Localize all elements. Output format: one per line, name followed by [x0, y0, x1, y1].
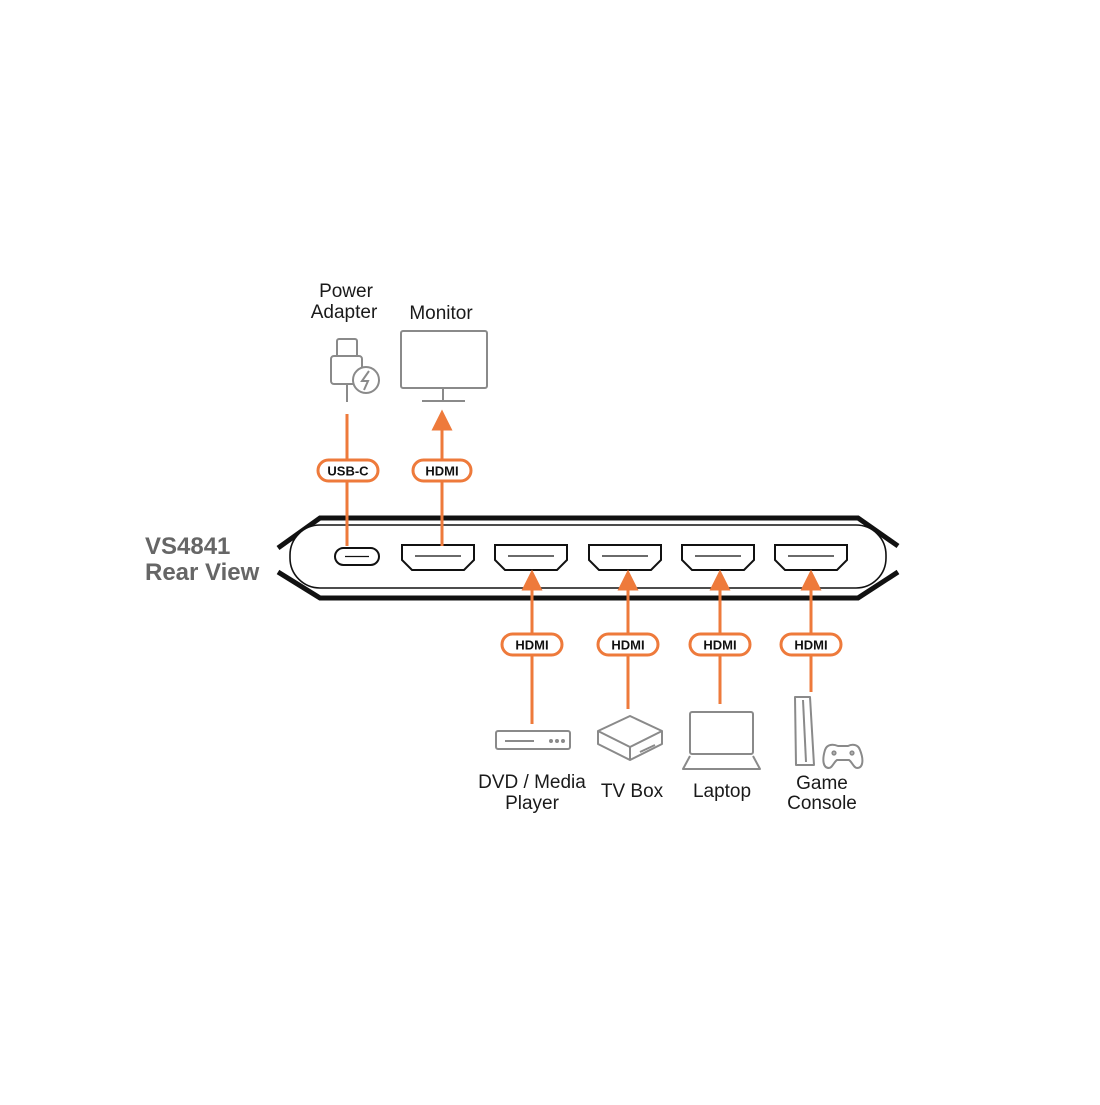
- laptop-hdmi-badge-label: HDMI: [703, 638, 736, 653]
- power-adapter-label-line2: Adapter: [311, 302, 378, 323]
- device-title: VS4841: [145, 533, 230, 560]
- laptop-icon: [682, 711, 761, 770]
- tv-box-connection: HDMI: [596, 569, 660, 709]
- power-adapter-connection: USB-C: [316, 414, 380, 546]
- monitor-hdmi-badge-label: HDMI: [425, 464, 458, 479]
- game-console-label-line1: Game: [796, 773, 848, 794]
- hdmi-ports: [401, 544, 848, 571]
- game-console-connection: HDMI: [779, 569, 843, 692]
- hdmi-input-port-4: [774, 544, 848, 571]
- game-console-hdmi-badge-label: HDMI: [794, 638, 827, 653]
- laptop-connection: HDMI: [688, 569, 752, 704]
- bottom-connections: HDMI HDMI HDMI HDMI: [500, 569, 843, 724]
- power-adapter-label-line1: Power: [319, 281, 374, 302]
- media-player-label-line1: DVD / Media: [478, 772, 586, 793]
- tv-box-label: TV Box: [601, 781, 664, 802]
- tv-box-hdmi-badge-label: HDMI: [611, 638, 644, 653]
- media-player-icon: [495, 730, 571, 750]
- media-player-label-line2: Player: [505, 793, 560, 814]
- monitor-connection: HDMI: [411, 409, 473, 546]
- media-player-hdmi-badge: [500, 632, 564, 657]
- game-console-hdmi-badge: [779, 632, 843, 657]
- tv-box-hdmi-badge: [596, 632, 660, 657]
- hdmi-output-port: [401, 544, 475, 571]
- hdmi-input-port-2: [588, 544, 662, 571]
- hdmi-input-port-1: [494, 544, 568, 571]
- usb-c-badge-label: USB-C: [327, 464, 369, 479]
- device-subtitle: Rear View: [145, 559, 260, 586]
- game-console-icon: [794, 696, 864, 769]
- game-console-label-line2: Console: [787, 793, 857, 814]
- monitor-label: Monitor: [409, 303, 473, 324]
- hdmi-input-port-3: [681, 544, 755, 571]
- monitor-hdmi-badge: [411, 458, 473, 483]
- power-adapter-icon: [330, 338, 380, 402]
- laptop-label: Laptop: [693, 781, 751, 802]
- monitor-icon: [400, 330, 488, 402]
- usb-c-badge: [316, 458, 380, 483]
- media-player-hdmi-badge-label: HDMI: [515, 638, 548, 653]
- media-player-connection: HDMI: [500, 569, 564, 724]
- laptop-hdmi-badge: [688, 632, 752, 657]
- tv-box-icon: [597, 715, 663, 761]
